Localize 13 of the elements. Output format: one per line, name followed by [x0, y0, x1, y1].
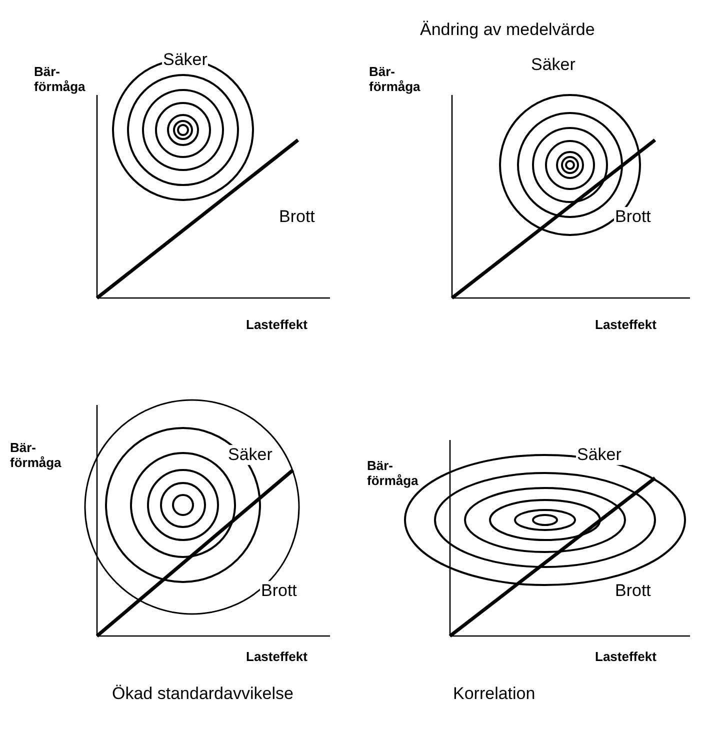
panel-title: Ökad standardavvikelse	[112, 684, 294, 704]
axis-label: Lasteffekt	[595, 318, 656, 333]
axis-label: Lasteffekt	[246, 318, 308, 333]
axis-label: Lasteffekt	[595, 650, 656, 665]
axis-label: Lasteffekt	[246, 650, 308, 665]
axis-label: Bär- förmåga	[34, 65, 86, 95]
region-label: Säker	[576, 445, 622, 465]
axis-label: Bär- förmåga	[10, 441, 62, 471]
region-label: Säker	[227, 445, 274, 465]
panel-title: Korrelation	[453, 684, 536, 704]
axis-label: Bär- förmåga	[369, 65, 422, 95]
panel-title: Ändring av medelvärde	[420, 20, 595, 40]
axis-label: Bär- förmåga	[367, 459, 420, 489]
